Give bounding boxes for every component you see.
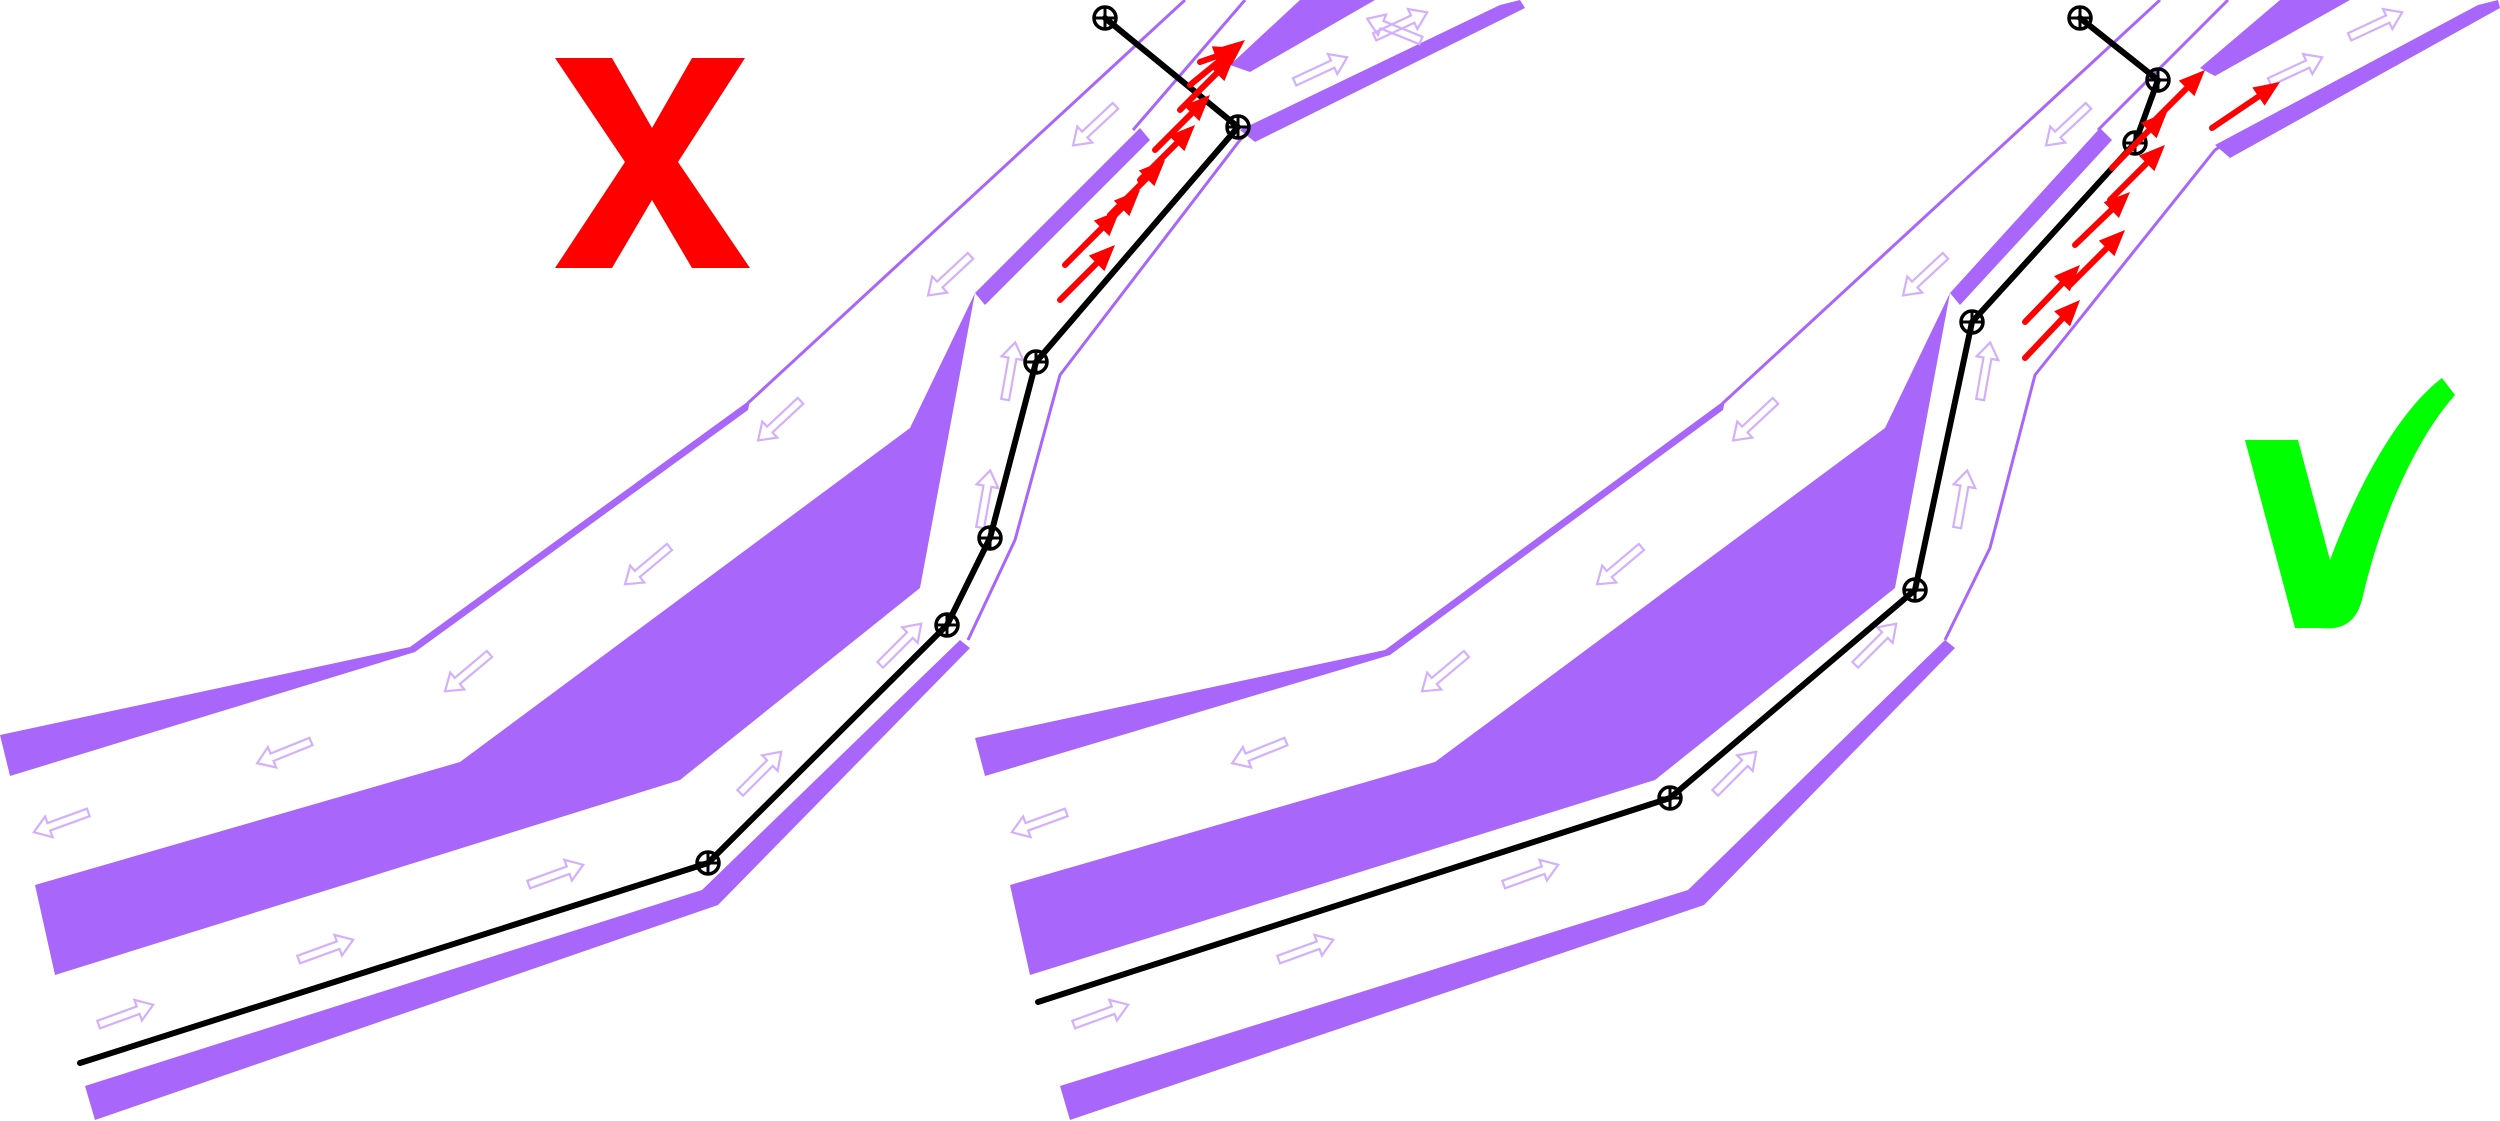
circled-plus-icon [1959, 309, 1985, 335]
hollow-arrow-icon [1291, 52, 1349, 87]
red-arrow-icon [1082, 190, 1140, 248]
check-icon: √ [0, 0, 2455, 629]
waypoints [695, 5, 1251, 876]
road-edge-upper-line [746, 0, 1187, 405]
hollow-arrow-icon [1420, 649, 1471, 693]
hollow-arrow-icon [1951, 468, 1978, 530]
red-arrow-icon [2022, 265, 2080, 325]
red-arrow-icon [1197, 46, 1240, 67]
red-arrow-icon [1152, 95, 1210, 153]
circled-plus-icon [977, 525, 1003, 551]
red-arrow-icon [2107, 145, 2165, 203]
svg-text:√: √ [0, 0, 1, 1]
road-edge-top-right [1240, 0, 1525, 142]
hollow-arrow-icon [1230, 736, 1289, 769]
hollow-arrow-icon [1974, 340, 2001, 402]
red-arrow-icon [1107, 160, 1165, 218]
circled-plus-icon [1023, 349, 1049, 375]
cross-icon: X [0, 0, 750, 268]
ramp-island [2200, 0, 2350, 76]
road-edge-strip [975, 400, 1725, 776]
road-edge-ramp-line [1131, 0, 1247, 131]
median-upper-strip [1950, 128, 2112, 305]
road-edge-top-right [2215, 0, 2500, 158]
median-upper-strip [975, 128, 1150, 305]
circled-plus-icon [1657, 785, 1683, 811]
hollow-arrow-icon [2346, 7, 2404, 42]
hollow-arrow-icon [1710, 750, 1758, 798]
hollow-arrow-icon [756, 396, 805, 442]
hollow-arrow-icon [1731, 396, 1780, 442]
road-edge-bottom [85, 640, 970, 1120]
hollow-arrow-icon [875, 622, 923, 670]
circled-plus-icon [1092, 5, 1118, 31]
hollow-arrow-icon [255, 736, 314, 769]
median-wedge [1010, 293, 1950, 975]
hollow-arrow-icon [295, 933, 356, 965]
red-arrow-icon [2147, 70, 2205, 128]
median-wedge [35, 293, 975, 975]
hollow-arrow-icon [1071, 101, 1120, 147]
hollow-arrow-icon [1371, 7, 1429, 42]
hollow-arrow-icon [1500, 858, 1561, 890]
hollow-arrow-icon [95, 998, 156, 1030]
red-arrow-icon [2022, 300, 2080, 361]
road-edge-ramp-line [2096, 0, 2230, 132]
hollow-arrow-icon [974, 468, 1001, 530]
hollow-arrow-icon [31, 807, 92, 839]
direction-arrows [1057, 40, 1245, 303]
red-arrow-icon [2072, 192, 2130, 248]
red-arrow-icon [1137, 125, 1195, 183]
hollow-arrow-icon [443, 649, 494, 693]
svg-text:X: X [0, 0, 1, 1]
ramp-island [1230, 0, 1375, 72]
road-edge-bottom [1060, 640, 1955, 1120]
hollow-arrow-icon [1009, 807, 1070, 839]
red-arrow-icon [2209, 82, 2280, 131]
hollow-arrow-icon [999, 340, 1026, 402]
hollow-arrow-icon [735, 750, 783, 798]
road-edge-right-line [1943, 138, 2231, 641]
hollow-arrow-icon [1070, 998, 1131, 1030]
red-arrow-icon [2067, 230, 2125, 288]
incorrect-route-panel: X [0, 0, 1525, 1120]
circled-plus-icon [2145, 67, 2171, 93]
hollow-arrow-icon [1595, 542, 1646, 586]
lane-arrows [1009, 7, 2404, 1030]
hollow-arrow-icon [2044, 101, 2093, 147]
circled-plus-icon [695, 850, 721, 876]
road-edge-upper-line [1721, 0, 2162, 405]
circled-plus-icon [934, 612, 960, 638]
lane-arrows [31, 7, 1429, 1030]
circled-plus-icon [2067, 5, 2093, 31]
circled-plus-icon [1902, 577, 1928, 603]
hollow-arrow-icon [623, 542, 674, 586]
circled-plus-icon [1225, 114, 1251, 140]
hollow-arrow-icon [926, 251, 975, 297]
road-geometry [0, 0, 1525, 1120]
hollow-arrow-icon [1275, 933, 1336, 965]
direction-arrows [2022, 70, 2280, 361]
red-arrow-icon [1057, 245, 1115, 303]
road-edge-strip [0, 400, 750, 776]
road-geometry [975, 0, 2500, 1120]
hollow-arrow-icon [1365, 13, 1424, 46]
hollow-arrow-icon [1901, 251, 1950, 297]
hollow-arrow-icon [525, 858, 586, 890]
hollow-arrow-icon [1850, 622, 1898, 670]
red-arrow-icon [1177, 55, 1235, 113]
